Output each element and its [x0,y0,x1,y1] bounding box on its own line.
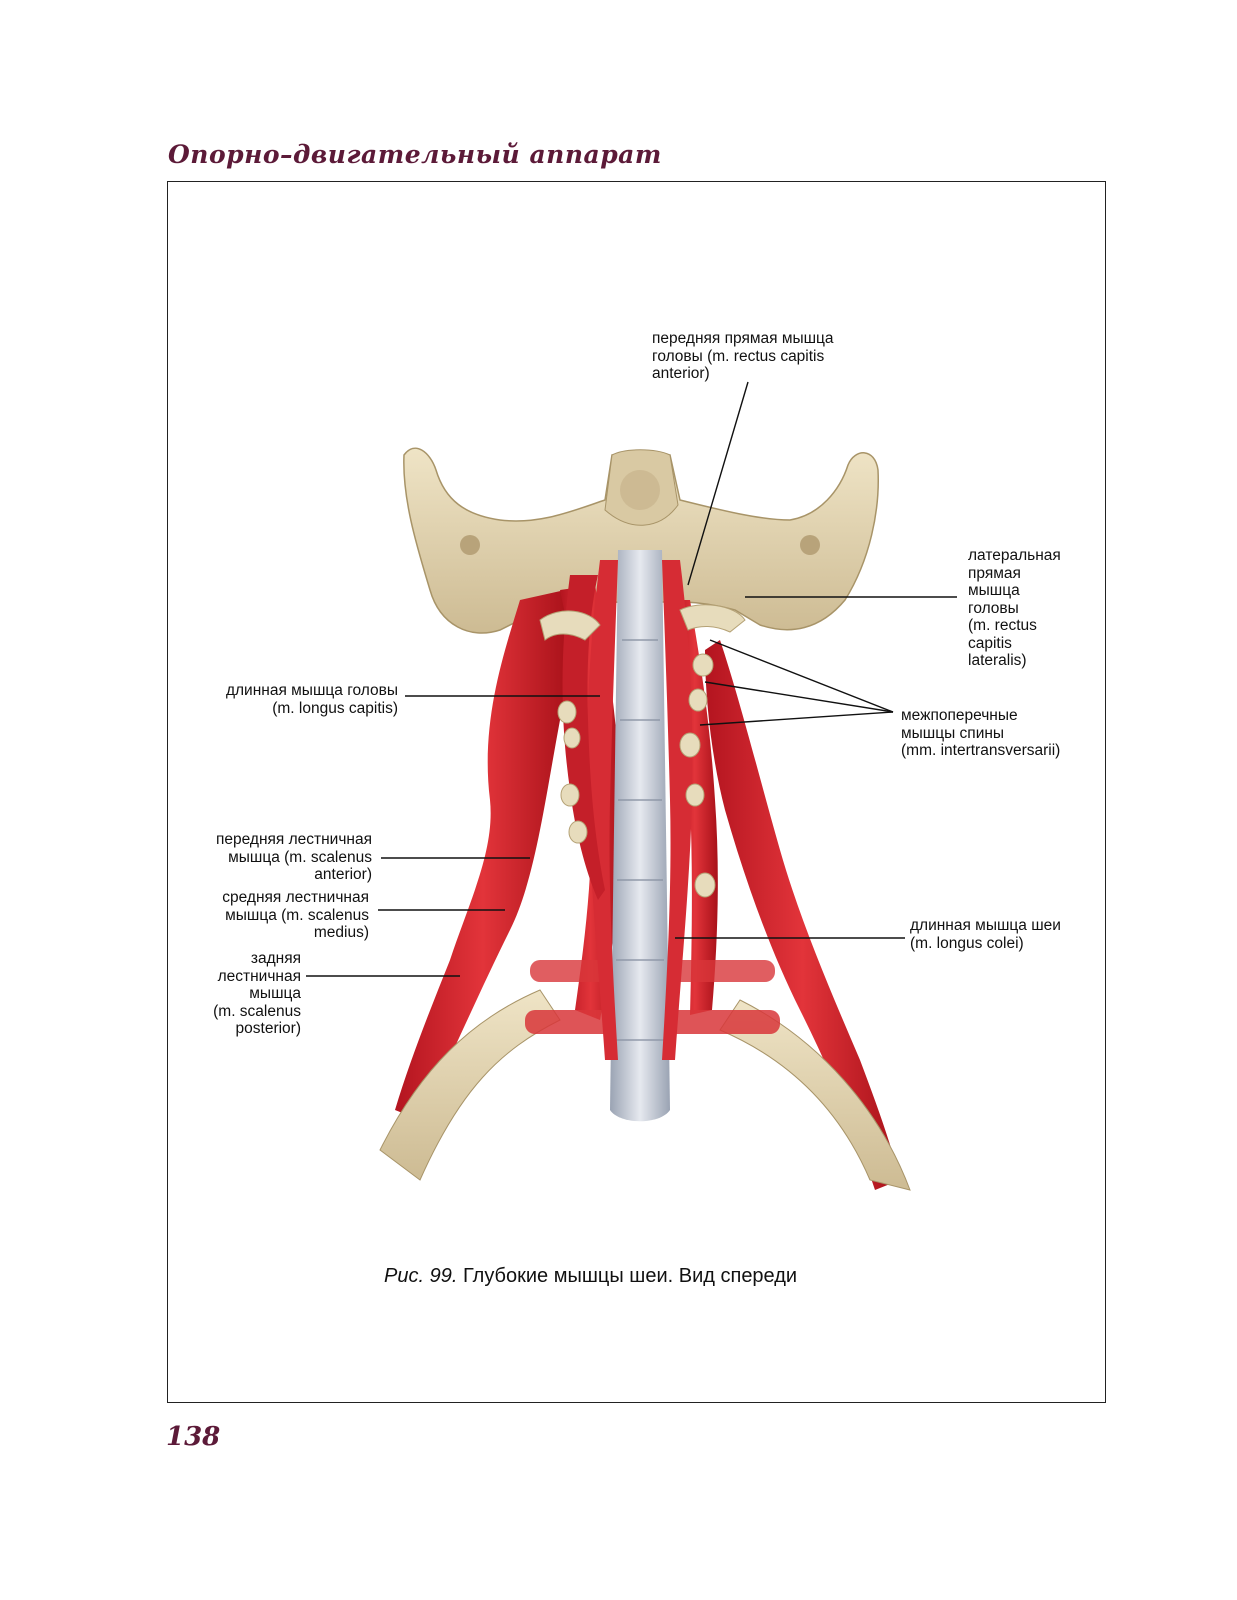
figure-caption-text: Глубокие мышцы шеи. Вид спереди [462,1265,798,1287]
label-line: передняя прямая мышца [652,330,834,347]
label-line: anterior) [314,866,372,883]
ribs [379,960,911,1191]
label-line: длинная мышца шеи [910,917,1061,934]
figure-number: Рис. 99. [384,1265,458,1287]
label-scalenus-posterior: задняя лестничная мышца (m. scalenus pos… [180,950,301,1038]
label-longus-colli: длинная мышца шеи (m. longus colei) [910,917,1061,952]
label-line: мышца (m. scalenus [228,848,372,866]
label-line: длинная мышца головы [225,682,398,699]
label-intertransversarii: межпоперечные мышцы спины (mm. intertran… [901,707,1060,760]
label-line: мышца [968,582,1020,599]
label-line: (m. rectus [968,617,1037,634]
label-line: мышца (m. scalenus [225,906,369,924]
label-rectus-capitis-anterior: передняя прямая мышца головы (m. rectus … [652,330,834,383]
label-line: capitis [968,634,1012,652]
label-line: прямая [968,564,1021,582]
label-line: (m. longus capitis) [272,699,398,717]
section-header: Опорно–двигательный аппарат [168,140,662,169]
label-line: лестничная [217,967,301,985]
label-line: мышцы спины [901,724,1005,742]
label-line: (m. scalenus [213,1002,301,1020]
figure-frame [167,181,1106,1403]
cervical-spine [610,550,670,1122]
label-line: posterior) [235,1020,301,1037]
leader-lines [306,381,957,977]
label-scalenus-anterior: передняя лестничная мышца (m. scalenus a… [180,831,372,884]
label-line: межпоперечные [901,707,1018,724]
label-line: передняя лестничная [216,831,372,848]
label-rectus-capitis-lateralis: латеральная прямая мышца головы (m. rect… [968,547,1061,670]
skull-base [403,447,879,634]
label-line: головы (m. rectus capitis [652,347,825,365]
label-line: medius) [313,924,369,941]
transverse-processes [539,604,746,898]
figure-caption: Рис. 99. Глубокие мышцы шеи. Вид спереди [384,1265,797,1288]
label-line: anterior) [652,365,710,382]
label-line: средняя лестничная [222,889,369,906]
label-line: головы [968,599,1019,617]
label-line: (mm. intertransversarii) [901,742,1061,759]
label-longus-capitis: длинная мышца головы (m. longus capitis) [200,682,398,717]
longus-muscles [562,560,693,1060]
label-scalenus-medius: средняя лестничная мышца (m. scalenus me… [180,889,369,942]
label-line: задняя [250,950,301,967]
label-line: латеральная [968,547,1061,564]
page-number: 138 [166,1422,221,1452]
label-line: (m. longus colei) [910,934,1024,952]
label-line: мышца [249,985,301,1002]
label-line: lateralis) [968,652,1027,669]
right-scalene-muscles [672,600,900,1190]
